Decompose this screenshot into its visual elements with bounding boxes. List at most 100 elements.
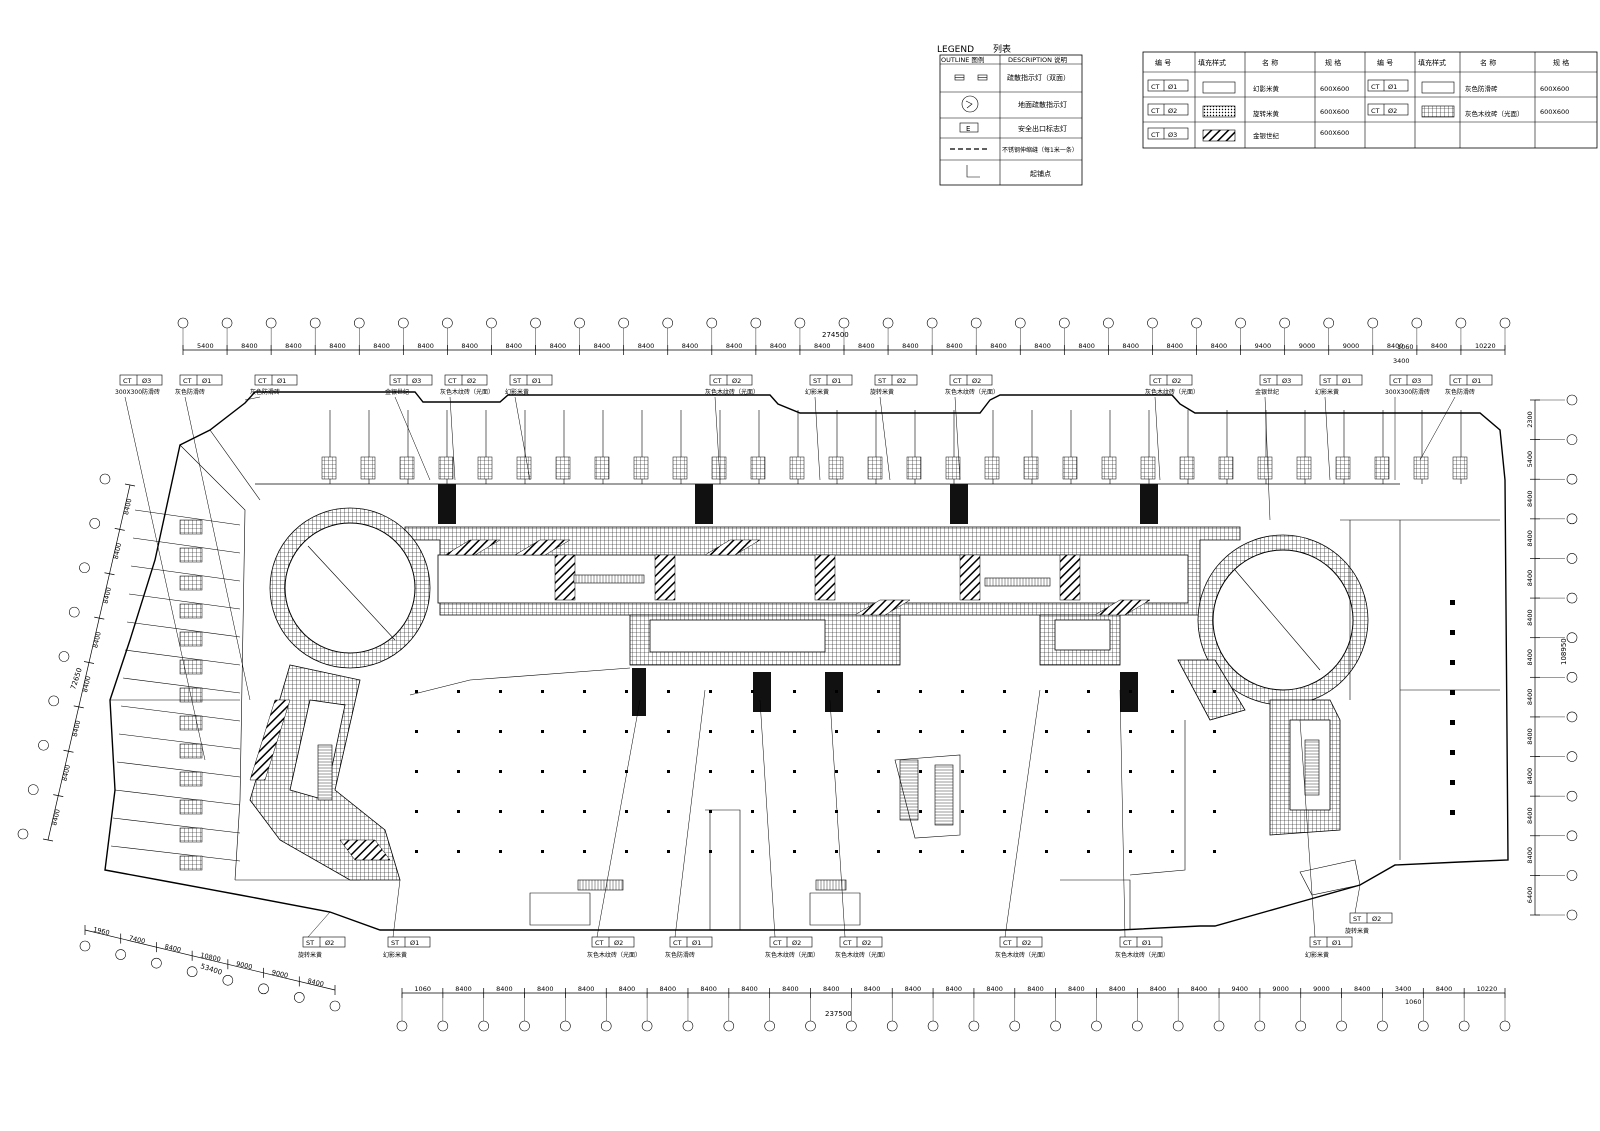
axis-bubble [115,949,127,960]
axis-bubble [1091,1020,1102,1032]
dim-top-span: 10220 [1475,342,1496,350]
dim-bottom-span: 8400 [905,985,922,993]
callout-label: 300X300防滑砖 [115,388,160,396]
axis-bubble [1499,317,1511,329]
column [625,810,628,813]
column [1450,690,1455,695]
svg-text:Ø2: Ø2 [732,377,741,385]
axis-bubble [1254,1020,1266,1032]
mt-name-3: 金银世纪 [1253,131,1280,140]
axis-bubble [186,966,198,978]
axis-bubble [805,1020,816,1032]
dim-top-span: 8400 [638,342,655,350]
axis-bubble [1566,790,1578,802]
mt-header-1: 编 号 [1155,58,1171,67]
column [1045,850,1048,853]
svg-text:CT: CT [673,939,682,947]
svg-text:Ø2: Ø2 [1168,107,1177,115]
start-point-icon [966,165,980,178]
svg-text:Ø1: Ø1 [692,939,701,947]
dim-bottom-left-span: 9000 [271,968,289,980]
column [1129,810,1132,813]
exit-sign-icon: E [959,122,979,133]
svg-text:Ø1: Ø1 [1388,83,1397,91]
axis-bubble [1132,1020,1143,1032]
axis-bubble [600,1020,612,1032]
legend-row-5: 起铺点 [1030,169,1051,178]
column [793,730,796,733]
svg-text:Ø3: Ø3 [142,377,151,385]
dim-bottom-left-span: 8400 [307,977,325,989]
column [877,730,880,733]
svg-text:CT: CT [448,377,457,385]
dim-right-span: 5400 [1526,451,1534,468]
axis-bubble [794,317,806,329]
shop-fixture [867,456,883,480]
callout-label: 灰色木纹砖（光面） [1145,388,1199,396]
dim-bottom-left-span: 9000 [235,960,253,972]
dim-bottom-span: 8400 [1191,985,1208,993]
svg-text:Ø1: Ø1 [1472,377,1481,385]
svg-text:CT: CT [595,939,604,947]
column [835,770,838,773]
axis-bubble [1566,672,1578,683]
legend-row-3: 安全出口标志灯 [1018,124,1067,133]
shop-fixture [179,743,203,759]
dim-top-span: 8400 [461,342,478,350]
svg-text:600X600: 600X600 [1320,108,1349,116]
callout-label: 灰色木纹砖（光面） [705,388,759,396]
axis-bubble [574,317,585,329]
shop-fixture [360,456,376,480]
column [835,850,838,853]
mt-header-4: 规 格 [1325,58,1341,67]
dim-bottom-span: 9400 [1231,985,1248,993]
dim-bottom-span: 3400 [1395,985,1412,993]
dim-bottom-span: 8400 [700,985,717,993]
svg-text:Ø2: Ø2 [897,377,906,385]
dim-bottom-span: 8400 [1027,985,1044,993]
column [1087,730,1090,733]
legend-title: LEGEND [937,45,974,55]
direction-light-icon [954,74,988,81]
axis-bubble [398,317,409,329]
dim-bottom-span: 8400 [619,985,636,993]
column [961,770,964,773]
dim-bottom-span: 8400 [496,985,513,993]
column [919,850,922,853]
shop-fixture [179,771,203,787]
axis-bubble [1566,751,1578,762]
column [709,730,712,733]
dim-bottom-left-total: 53400 [199,962,223,976]
dim-top-span: 8400 [550,342,567,350]
column [1213,770,1216,773]
axis-bubble [1417,1020,1429,1032]
axis-bubble [1566,553,1578,564]
dim-bottom-span: 8400 [782,985,799,993]
shop-fixture [555,456,571,480]
callout-label: 旋转米黄 [1345,927,1369,935]
dim-top-span: 8400 [329,342,346,350]
mt-header-3: 名 称 [1262,58,1278,67]
shop-fixture [1023,456,1039,480]
column [457,770,460,773]
dim-bottom-span: 8400 [986,985,1003,993]
axis-bubble [723,1020,735,1032]
axis-bubble [1323,317,1335,329]
mt-header-7: 名 称 [1480,58,1496,67]
column [751,770,754,773]
dim-top-span: 8400 [1122,342,1139,350]
column [499,770,502,773]
column [835,730,838,733]
column [667,730,670,733]
column [1045,770,1048,773]
axis-bubble [1566,473,1578,485]
dim-top-span: 9400 [1255,342,1272,350]
